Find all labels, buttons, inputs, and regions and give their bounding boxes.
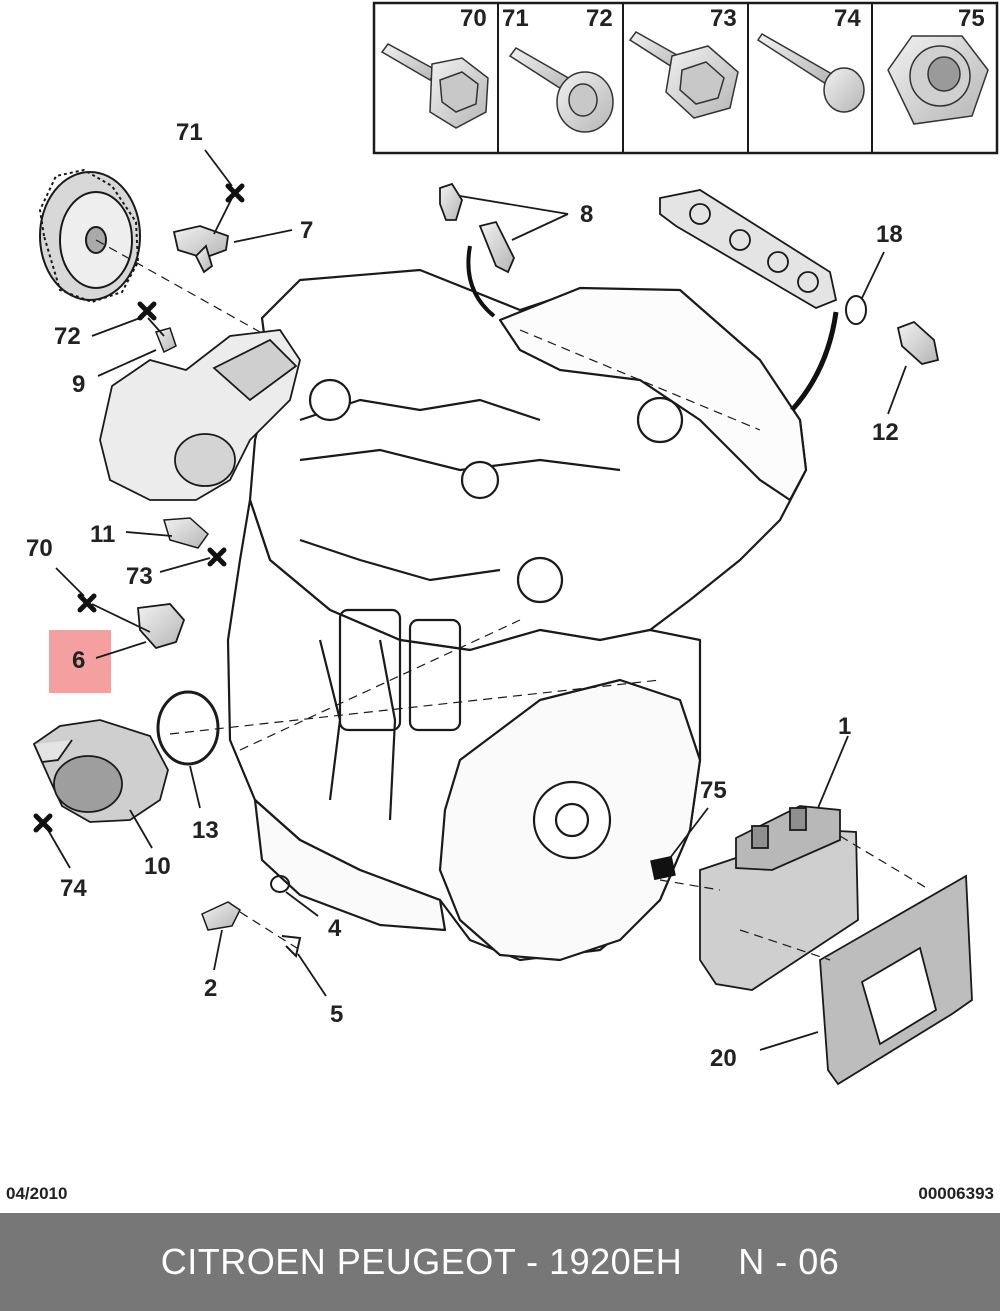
sensor-6: [137, 603, 186, 650]
nut-75-small: [650, 855, 676, 881]
fuel-rail: [659, 189, 838, 309]
hose-line-18: [790, 311, 839, 412]
callout-70: 70: [26, 535, 53, 562]
thermostat-housing-9: [99, 329, 301, 501]
pressure-sensor-12: [896, 320, 940, 365]
callout-11: 11: [90, 521, 115, 548]
callout-75: 75: [700, 777, 727, 804]
callout-18: 18: [876, 221, 903, 248]
engine-block: [226, 268, 808, 962]
bracket-20: [819, 874, 973, 1086]
highlighted-callout-box: [49, 630, 111, 693]
fastener-markers: [33, 183, 245, 833]
header-number-75: 75: [958, 5, 985, 32]
leader-lines: [47, 149, 907, 1051]
footer-reference-number: 00006393: [918, 1184, 994, 1203]
callout-74: 74: [60, 875, 87, 902]
sensor-11: [163, 517, 210, 549]
sensor-8: [439, 182, 515, 274]
engine-exploded-diagram: 70 71 72 73 74 75 71 7 8 18 72 9 12 11 7…: [26, 1, 999, 1086]
screw-74-icon: [756, 33, 865, 113]
pump-10: [32, 719, 169, 823]
timing-gear: [38, 168, 141, 304]
header-numbers: 70 71 72 73 74 75: [460, 5, 985, 32]
callout-20: 20: [710, 1045, 737, 1072]
bolt-9: [154, 327, 177, 354]
header-number-74: 74: [834, 5, 861, 32]
callout-9: 9: [72, 371, 85, 398]
callout-7: 7: [300, 217, 313, 244]
ecu-1: [699, 805, 859, 991]
fastener-header-box: [372, 1, 999, 155]
callout-10: 10: [144, 853, 171, 880]
callout-4: 4: [328, 915, 342, 942]
header-number-72: 72: [586, 5, 613, 32]
o-ring-18: [845, 295, 867, 325]
alignment-lines: [95, 239, 931, 961]
o-ring-13: [156, 690, 220, 766]
callout-6: 6: [72, 647, 85, 674]
callout-8: 8: [580, 201, 593, 228]
hose-line-8: [466, 245, 496, 318]
bolt-72-icon: [508, 47, 614, 133]
header-number-73: 73: [710, 5, 737, 32]
clip-5: [281, 935, 302, 958]
bottom-title-bar: CITROEN PEUGEOT - 1920EH N - 06: [0, 1213, 1000, 1311]
callout-2: 2: [204, 975, 217, 1002]
callout-1: 1: [838, 713, 851, 740]
bolt-73-icon: [628, 31, 739, 119]
nut-75-icon: [887, 35, 989, 125]
callout-12: 12: [872, 419, 899, 446]
callout-numbers: 71 7 8 18 72 9 12 11 70 73 6 1 13 75 10 …: [26, 119, 903, 1072]
callout-72: 72: [54, 323, 81, 350]
footer-date: 04/2010: [6, 1184, 68, 1203]
callout-13: 13: [192, 817, 219, 844]
header-number-71: 71: [502, 5, 529, 32]
bolt-70-icon: [380, 43, 489, 129]
callout-5: 5: [330, 1001, 343, 1028]
callout-73: 73: [126, 563, 153, 590]
bottom-bar-page: N - 06: [738, 1241, 840, 1282]
header-number-70: 70: [460, 5, 487, 32]
bottom-bar-title: CITROEN PEUGEOT - 1920EH: [160, 1241, 683, 1282]
sensor-2: [201, 901, 241, 931]
sensor-7: [172, 225, 229, 274]
callout-71: 71: [176, 119, 203, 146]
washer-4: [270, 875, 290, 893]
